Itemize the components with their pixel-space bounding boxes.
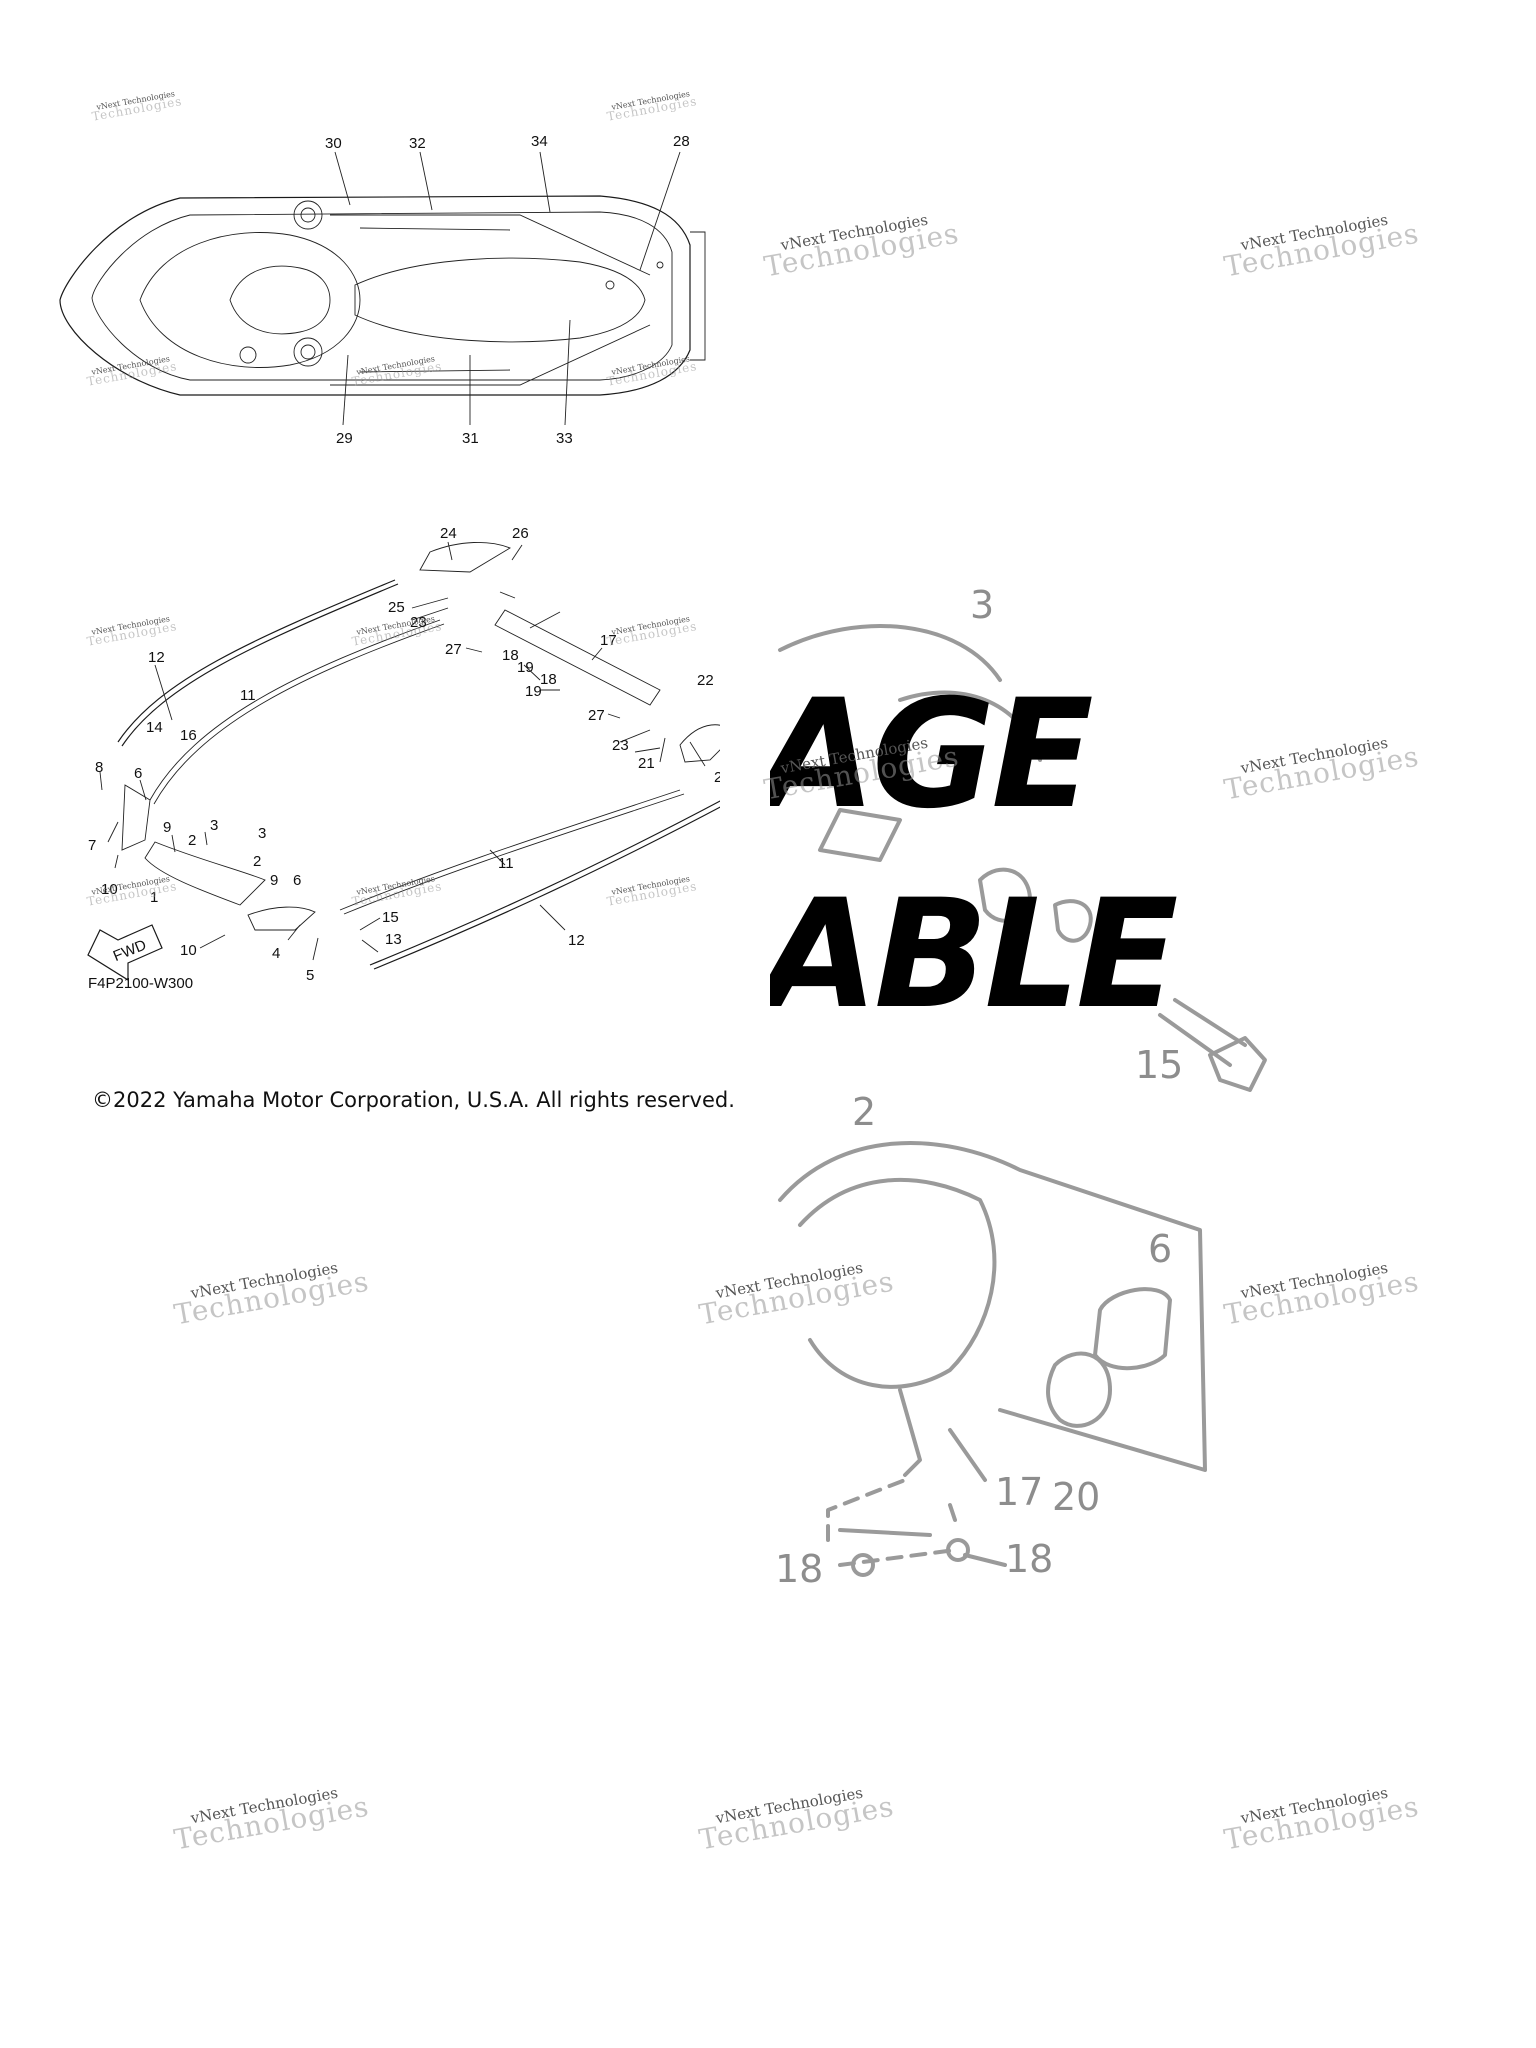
placeholder-callout-3: 3 xyxy=(970,583,994,627)
callout-3: 3 xyxy=(210,817,218,834)
placeholder-callout-15: 15 xyxy=(1135,1043,1183,1087)
placeholder-callout-18a: 18 xyxy=(775,1547,823,1591)
callout-3b: 3 xyxy=(258,825,266,842)
overlay-text-line-1: AGE xyxy=(760,668,1094,842)
hull-top-view xyxy=(59,195,706,396)
callout-34: 34 xyxy=(531,133,548,150)
callout-18b: 18 xyxy=(540,671,557,688)
callout-11b: 11 xyxy=(498,855,514,872)
placeholder-callout-6: 6 xyxy=(1148,1227,1172,1271)
callout-15: 15 xyxy=(382,909,399,926)
callout-2b: 2 xyxy=(253,853,261,870)
callout-22: 22 xyxy=(697,672,714,689)
callout-6: 6 xyxy=(134,765,142,782)
callout-19: 19 xyxy=(517,659,534,676)
placeholder-callout-2: 2 xyxy=(852,1090,876,1134)
callout-11: 11 xyxy=(240,687,256,704)
callout-10: 10 xyxy=(101,881,118,898)
callout-19b: 19 xyxy=(525,683,542,700)
callout-26: 26 xyxy=(512,525,529,542)
top-view-leader-lines xyxy=(334,151,681,426)
callout-7: 7 xyxy=(88,837,96,854)
callout-30: 30 xyxy=(325,135,342,152)
overlay-text-line-2: ABLE xyxy=(762,868,1178,1042)
callout-17: 17 xyxy=(600,632,617,649)
callout-12b: 12 xyxy=(568,932,585,949)
callout-2: 2 xyxy=(188,832,196,849)
callout-27: 27 xyxy=(445,641,462,658)
callout-1: 1 xyxy=(150,889,158,906)
callout-28: 28 xyxy=(673,133,690,150)
callout-5: 5 xyxy=(306,967,314,984)
callout-23b: 23 xyxy=(612,737,629,754)
callout-14: 14 xyxy=(146,719,163,736)
exploded-callouts: 24 26 25 23 17 27 18 19 18 19 22 27 23 2… xyxy=(88,525,731,984)
callout-18: 18 xyxy=(502,647,519,664)
callout-32: 32 xyxy=(409,135,426,152)
callout-12: 12 xyxy=(148,649,165,666)
callout-9: 9 xyxy=(163,819,171,836)
overlay-left-mask xyxy=(720,620,770,1080)
callout-27b: 27 xyxy=(588,707,605,724)
callout-23: 23 xyxy=(410,614,427,631)
callout-31: 31 xyxy=(462,430,479,447)
callout-10b: 10 xyxy=(180,942,197,959)
callout-4: 4 xyxy=(272,945,280,962)
callout-9b: 9 xyxy=(270,872,278,889)
callout-29: 29 xyxy=(336,430,353,447)
fwd-arrow-label: FWD xyxy=(111,936,149,965)
callout-24: 24 xyxy=(440,525,457,542)
callout-6b: 6 xyxy=(293,872,301,889)
placeholder-callout-17: 17 xyxy=(995,1470,1043,1514)
placeholder-art-gray: 3 15 2 6 17 20 18 18 xyxy=(775,583,1267,1591)
callout-33: 33 xyxy=(556,430,573,447)
callout-13: 13 xyxy=(385,931,402,948)
callout-8: 8 xyxy=(95,759,103,776)
callout-16: 16 xyxy=(180,727,197,744)
copyright-notice: ©2022 Yamaha Motor Corporation, U.S.A. A… xyxy=(92,1088,735,1112)
callout-21: 21 xyxy=(638,755,655,772)
callout-25: 25 xyxy=(388,599,405,616)
exploded-view-drawing xyxy=(117,542,736,970)
top-view-callouts: 30 32 34 28 29 31 33 xyxy=(325,133,690,447)
fwd-arrow: FWD xyxy=(87,924,163,982)
placeholder-callout-18b: 18 xyxy=(1005,1537,1053,1581)
figure-code: F4P2100-W300 xyxy=(88,975,194,992)
placeholder-callout-20: 20 xyxy=(1052,1475,1100,1519)
exploded-leader-lines xyxy=(99,541,738,961)
